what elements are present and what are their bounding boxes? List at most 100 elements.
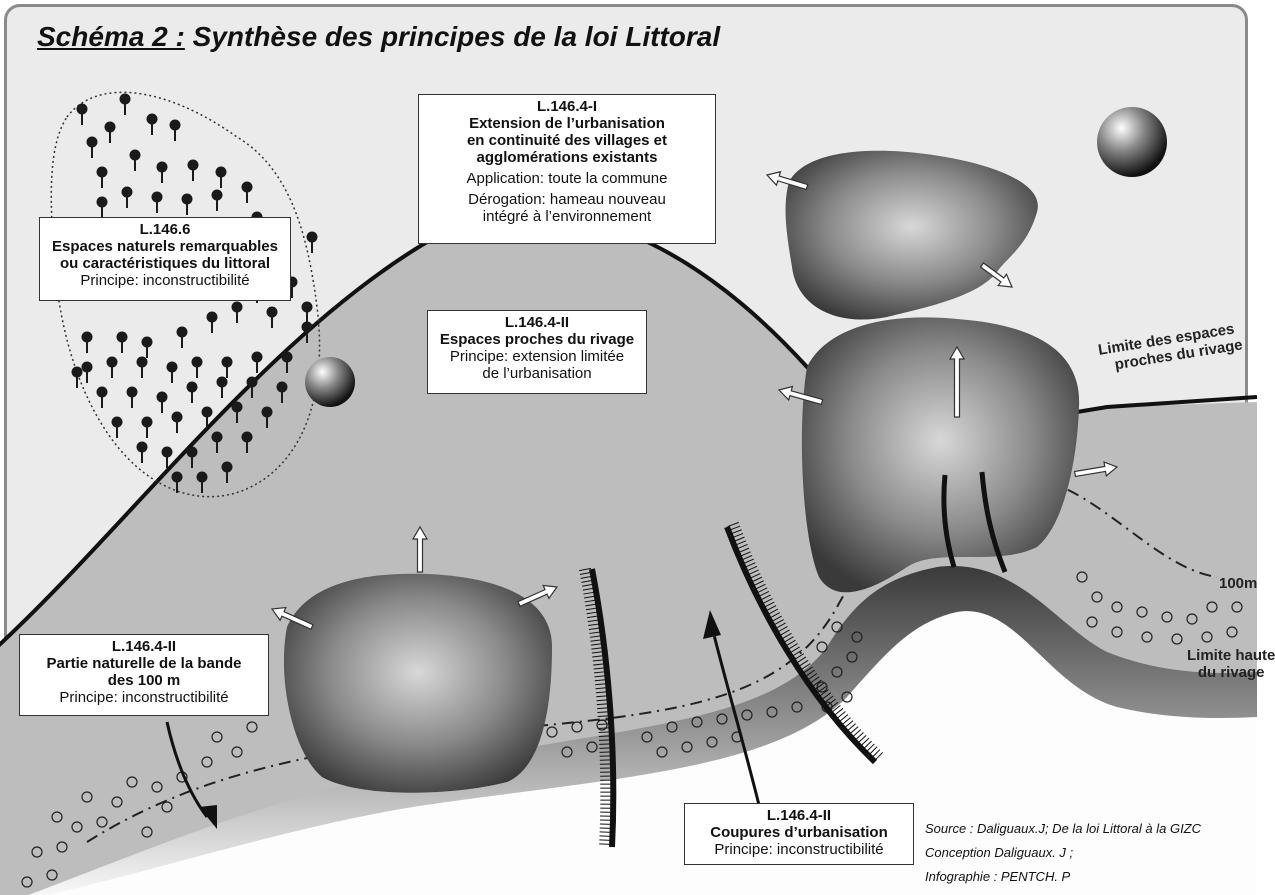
circle-mark <box>846 651 858 663</box>
tree-icon <box>129 149 141 171</box>
box-heading: ou caractéristiques du littoral <box>59 255 271 272</box>
tree-icon <box>231 401 243 423</box>
tree-icon <box>136 356 148 378</box>
arrow-icon <box>948 345 966 418</box>
tree-icon <box>96 196 108 218</box>
circle-mark <box>211 731 223 743</box>
circle-mark <box>816 681 828 693</box>
tree-icon <box>266 306 278 328</box>
box-principle: de l’urbanisation <box>482 365 592 382</box>
box-espaces-naturels: L.146.6 Espaces naturels remarquables ou… <box>39 217 291 301</box>
circle-mark <box>1086 616 1098 628</box>
tree-icon <box>301 321 313 343</box>
box-heading: Coupures d’urbanisation <box>710 824 888 841</box>
box-principle: Principe: inconstructibilité <box>714 841 884 858</box>
circle-mark <box>641 731 653 743</box>
tree-icon <box>106 356 118 378</box>
tree-icon <box>161 446 173 468</box>
urbanisation-break-lines <box>579 471 1008 848</box>
tree-icon <box>176 326 188 348</box>
tree-icon <box>86 136 98 158</box>
box-code: L.146.6 <box>139 221 191 238</box>
circle-mark <box>81 791 93 803</box>
box-derogation: Dérogation: hameau nouveau <box>468 191 666 208</box>
tree-icon <box>276 381 288 403</box>
circle-mark <box>571 721 583 733</box>
littoral-diagram <box>0 91 1258 895</box>
box-espaces-proches: L.146.4-II Espaces proches du rivage Pri… <box>427 310 647 394</box>
tree-icon <box>76 103 88 125</box>
circle-mark <box>791 701 803 713</box>
arrow-icon <box>411 525 429 573</box>
circle-mark <box>841 691 853 703</box>
box-extension: L.146.4-I Extension de l’urbanisation en… <box>418 94 716 244</box>
tree-icon <box>111 416 123 438</box>
circle-mark <box>706 736 718 748</box>
circle-mark <box>681 741 693 753</box>
source-line: Conception Daliguaux. J ; <box>925 845 1074 860</box>
tree-icon <box>169 119 181 141</box>
box-coupures: L.146.4-II Coupures d’urbanisation Princ… <box>684 803 914 865</box>
circle-mark <box>831 621 843 633</box>
tree-icon <box>119 93 131 115</box>
tree-icon <box>181 193 193 215</box>
box-heading: Extension de l’urbanisation <box>469 115 665 132</box>
tree-icon <box>221 461 233 483</box>
circle-mark <box>111 796 123 808</box>
arrow-icon <box>517 584 559 608</box>
source-line: Infographie : PENTCH. P <box>925 869 1071 884</box>
sea <box>48 611 1257 895</box>
tree-icon <box>221 356 233 378</box>
label-line: du rivage <box>1197 664 1265 681</box>
circle-mark <box>741 709 753 721</box>
box-application: Application: toute la commune <box>466 170 668 187</box>
tree-icon <box>186 381 198 403</box>
tree-icon <box>186 446 198 468</box>
circle-mark <box>831 666 843 678</box>
pointer-arrow-coupures <box>710 626 761 806</box>
tree-icon <box>156 161 168 183</box>
tree-icon <box>146 113 158 135</box>
circle-mark <box>691 716 703 728</box>
tree-icon <box>166 361 178 383</box>
box-heading: Partie naturelle de la bande <box>46 655 242 672</box>
tree-icon <box>246 376 258 398</box>
urban-area-right <box>801 317 1080 593</box>
tree-icon <box>211 189 223 211</box>
circle-mark <box>1076 571 1088 583</box>
tree-icon <box>231 301 243 323</box>
title-prefix: Schéma 2 : <box>37 21 185 52</box>
circle-mark <box>141 826 153 838</box>
box-heading: Espaces proches du rivage <box>439 331 635 348</box>
circle-mark <box>46 869 58 881</box>
tree-icon <box>121 186 133 208</box>
box-heading: Espaces naturels remarquables <box>52 238 278 255</box>
tree-icon <box>156 391 168 413</box>
tree-icon <box>216 376 228 398</box>
circle-mark <box>716 713 728 725</box>
circle-mark <box>231 746 243 758</box>
arrow-icon <box>777 385 824 406</box>
arrow-icon <box>1073 461 1119 478</box>
circle-mark <box>71 821 83 833</box>
tree-icon <box>191 356 203 378</box>
tree-icon <box>215 166 227 188</box>
line-100m <box>86 475 1218 843</box>
circle-mark <box>51 811 63 823</box>
tree-icon <box>81 361 93 383</box>
pointer-arrowhead <box>199 805 217 829</box>
urban-area-left <box>283 573 552 793</box>
circle-mark <box>816 641 828 653</box>
circle-mark <box>1231 601 1243 613</box>
label-limite-haute: Limite haute du rivage <box>1187 647 1275 681</box>
circle-mark <box>766 706 778 718</box>
tree-icon <box>151 191 163 213</box>
box-heading: agglomérations existants <box>476 149 658 166</box>
box-code: L.146.4-II <box>111 638 177 655</box>
circle-mark <box>161 801 173 813</box>
diagram-frame: Schéma 2 : Synthèse des principes de la … <box>0 4 1275 895</box>
title-text: Synthèse des principes de la loi Littora… <box>184 21 721 52</box>
box-derogation: intégré à l’environnement <box>482 208 652 225</box>
circle-mark <box>246 721 258 733</box>
tree-icon <box>141 416 153 438</box>
